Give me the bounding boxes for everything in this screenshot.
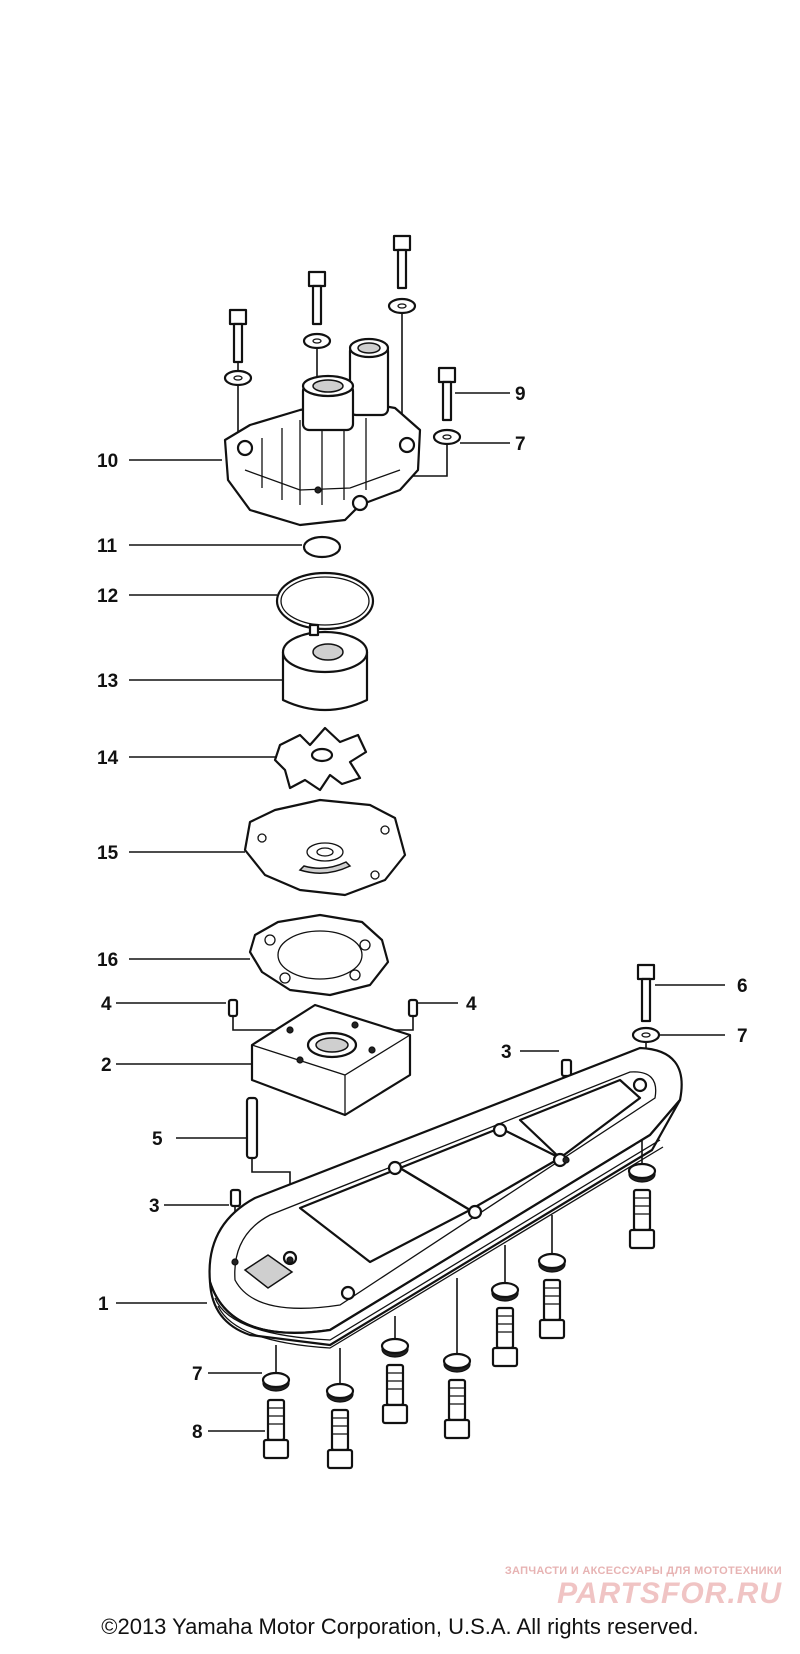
callout-12: 12 bbox=[97, 586, 118, 607]
callout-6: 6 bbox=[737, 976, 748, 997]
callout-15: 15 bbox=[97, 843, 119, 864]
callout-4-right: 4 bbox=[466, 994, 477, 1015]
callout-7-top: 7 bbox=[515, 434, 526, 455]
watermark-tagline: ЗАПЧАСТИ И АКСЕССУАРЫ ДЛЯ МОТОТЕХНИКИ bbox=[504, 1565, 782, 1577]
watermark: ЗАПЧАСТИ И АКСЕССУАРЫ ДЛЯ МОТОТЕХНИКИ PA… bbox=[505, 1565, 782, 1611]
callout-16: 16 bbox=[97, 950, 118, 971]
callout-numbers: 10 11 12 13 14 15 16 4 2 5 3 1 7 8 4 3 6… bbox=[97, 384, 748, 1443]
watermark-logo: PARTSFOR.RU bbox=[557, 1577, 782, 1610]
pump-base-plate bbox=[250, 1003, 412, 1117]
callout-8: 8 bbox=[192, 1422, 203, 1443]
callout-7-bottom: 7 bbox=[192, 1364, 203, 1385]
callout-11: 11 bbox=[97, 536, 118, 557]
insert-cartridge bbox=[281, 623, 369, 712]
outer-plate bbox=[243, 798, 407, 897]
pump-gasket bbox=[248, 913, 390, 997]
callout-5: 5 bbox=[152, 1129, 163, 1150]
callout-3-left: 3 bbox=[149, 1196, 160, 1217]
bottom-bolts bbox=[261, 1140, 657, 1470]
callout-7-right: 7 bbox=[737, 1026, 748, 1047]
main-gasket-plate bbox=[208, 1046, 683, 1349]
impeller bbox=[273, 726, 368, 792]
callout-2: 2 bbox=[101, 1055, 112, 1076]
callout-10: 10 bbox=[97, 451, 118, 472]
callout-13: 13 bbox=[97, 671, 118, 692]
callout-3-right: 3 bbox=[501, 1042, 512, 1063]
callout-14: 14 bbox=[97, 748, 119, 769]
leader-lines bbox=[116, 392, 725, 1432]
callout-9: 9 bbox=[515, 384, 526, 405]
water-pump-housing bbox=[223, 337, 422, 527]
liner-gasket bbox=[275, 571, 375, 631]
o-ring bbox=[302, 535, 342, 559]
callout-1: 1 bbox=[98, 1294, 109, 1315]
callout-4-left: 4 bbox=[101, 994, 112, 1015]
copyright-notice: ©2013 Yamaha Motor Corporation, U.S.A. A… bbox=[101, 1614, 699, 1639]
